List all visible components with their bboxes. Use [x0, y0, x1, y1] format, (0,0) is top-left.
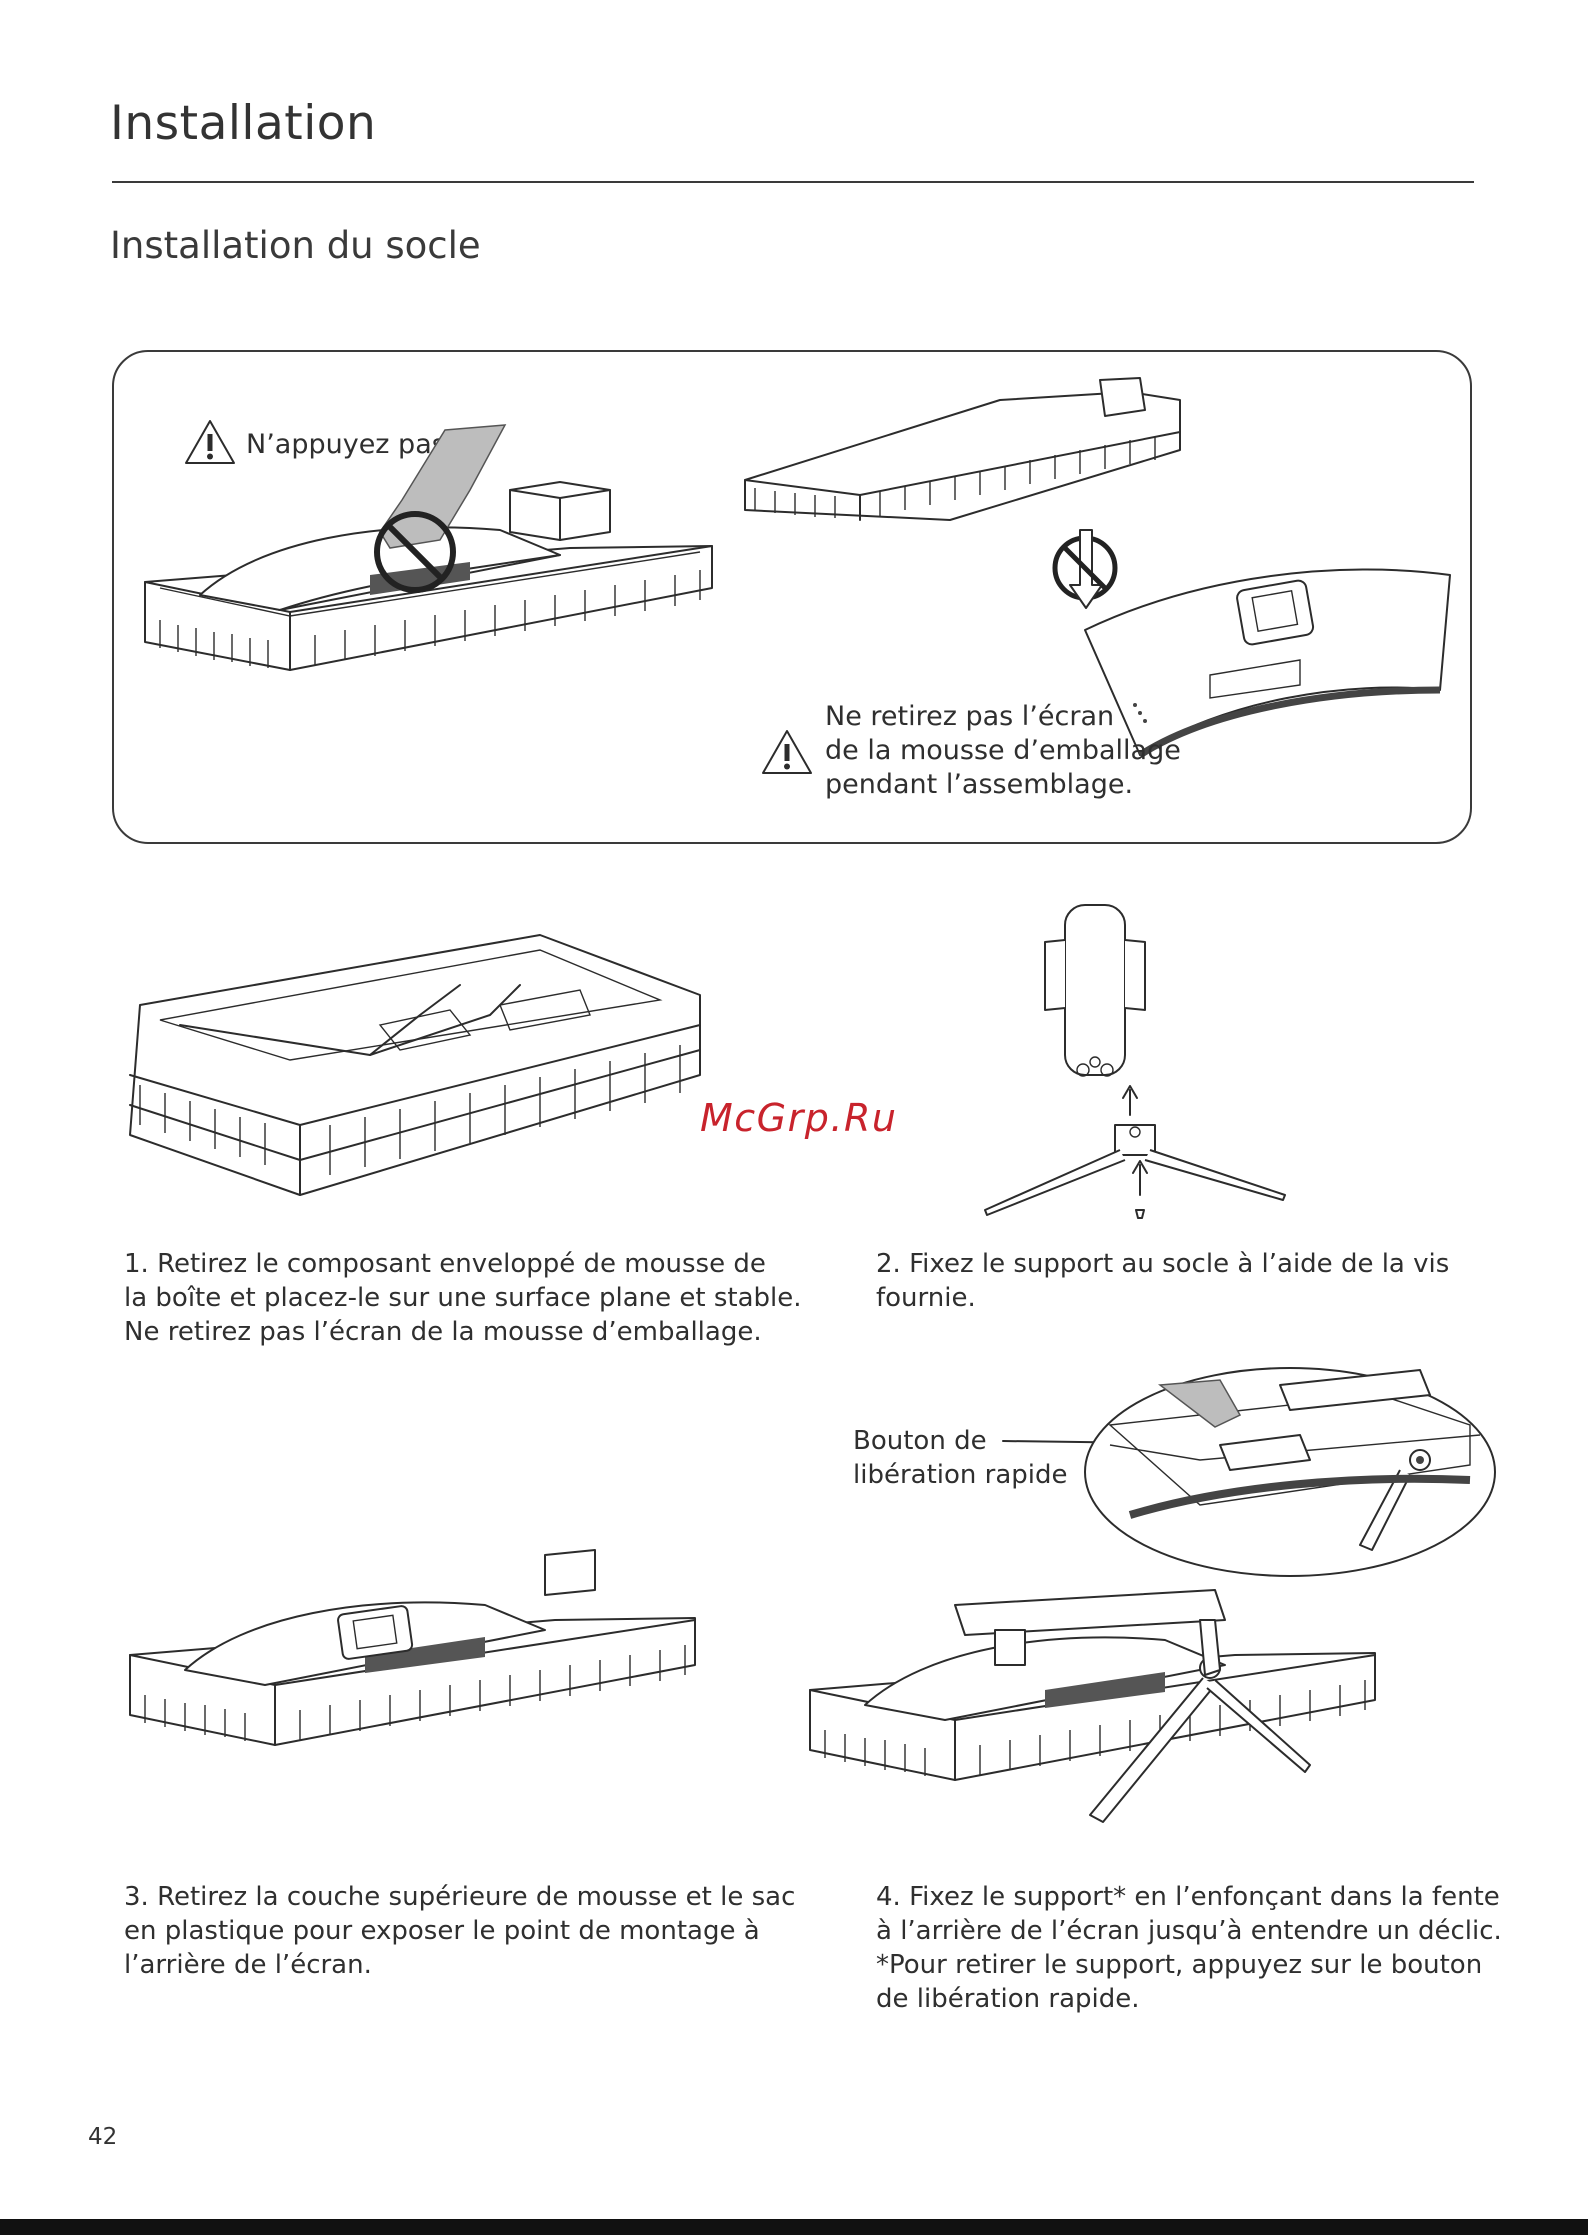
step-2-text: 2. Fixez le support au socle à l’aide de… — [876, 1249, 1450, 1313]
page-bottom-edge — [0, 2219, 1588, 2235]
quick-release-zoom-illustration — [1002, 1367, 1496, 1577]
step1-foam-package-illustration — [129, 934, 701, 1196]
step2-stand-base-illustration — [984, 904, 1286, 1219]
watermark-text: McGrp.Ru — [700, 1096, 898, 1140]
warning-panel — [112, 350, 1472, 844]
section-title: Installation du socle — [110, 224, 481, 267]
foam-monitor-press-illustration — [144, 424, 713, 671]
page-title: Installation — [110, 96, 377, 151]
quick-release-label-line-1: Bouton de — [853, 1426, 987, 1456]
warning-no-remove-line-3: pendant l’assemblage. — [825, 769, 1134, 800]
title-divider — [112, 181, 1474, 183]
warning-no-remove-line-1: Ne retirez pas l’écran — [825, 701, 1115, 732]
warning-no-remove-line-2: de la mousse d’emballage — [825, 735, 1181, 766]
step-4-text: 4. Fixez le support* en l’enfonçant dans… — [876, 1882, 1502, 2014]
page-number: 42 — [88, 2124, 118, 2150]
foam-lid-monitor-illustration — [744, 377, 1451, 758]
step-3-text: 3. Retirez la couche supérieure de mouss… — [124, 1882, 796, 1980]
quick-release-label-line-2: libération rapide — [853, 1460, 1068, 1490]
step4-attach-stand-illustration — [809, 1589, 1376, 1823]
warning-no-press-label: N’appuyez pas. — [246, 429, 455, 460]
warning-triangle-icon — [762, 730, 812, 774]
step-1-text: 1. Retirez le composant enveloppé de mou… — [124, 1249, 802, 1347]
step3-monitor-in-foam-illustration — [129, 1549, 696, 1746]
warning-triangle-icon — [185, 420, 235, 464]
